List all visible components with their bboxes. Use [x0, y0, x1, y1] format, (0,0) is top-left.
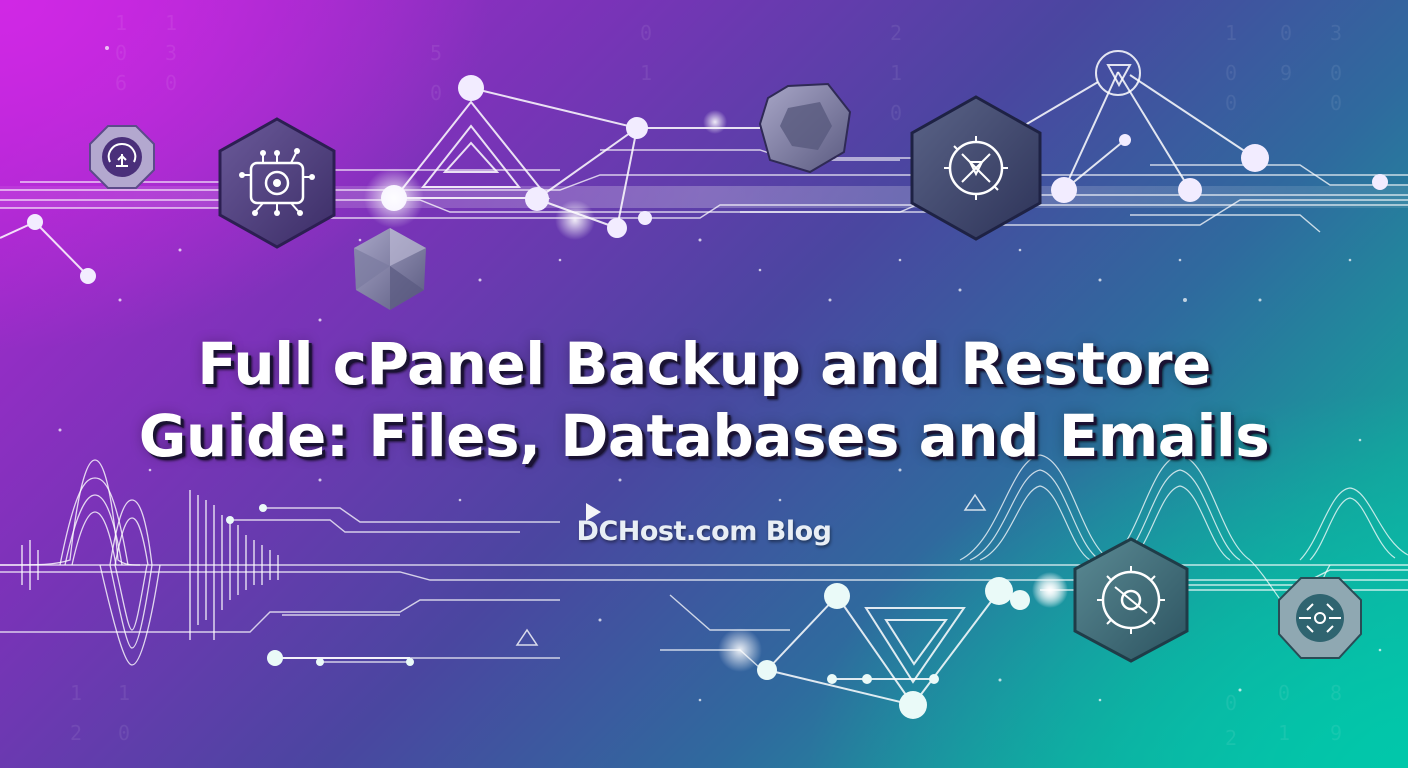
- svg-text:1: 1: [165, 11, 177, 35]
- svg-text:0: 0: [1330, 61, 1342, 85]
- svg-text:3: 3: [1330, 21, 1342, 45]
- blog-subtitle: DCHost.com Blog: [576, 516, 832, 547]
- svg-text:0: 0: [118, 721, 130, 745]
- svg-text:2: 2: [1225, 726, 1237, 750]
- gear-circuit-icon: [1073, 537, 1189, 663]
- svg-text:9: 9: [1280, 61, 1292, 85]
- svg-text:8: 8: [1330, 681, 1342, 705]
- svg-text:0: 0: [1225, 91, 1237, 115]
- svg-text:3: 3: [165, 41, 177, 65]
- svg-text:0: 0: [890, 101, 902, 125]
- svg-text:0: 0: [1225, 691, 1237, 715]
- svg-text:9: 9: [1330, 721, 1342, 745]
- play-triangle-icon: [586, 503, 601, 521]
- svg-text:1: 1: [1225, 21, 1237, 45]
- gem-polyhedron-icon: [758, 82, 852, 174]
- svg-text:1: 1: [70, 681, 82, 705]
- svg-text:0: 0: [1278, 681, 1290, 705]
- svg-text:0: 0: [640, 21, 652, 45]
- title-line-1: Full cPanel Backup and Restore: [197, 330, 1211, 398]
- svg-text:1: 1: [1278, 721, 1290, 745]
- chip-connector-icon: [1278, 577, 1362, 659]
- svg-text:0: 0: [1225, 61, 1237, 85]
- svg-text:1: 1: [640, 61, 652, 85]
- gem-polyhedron-icon: [354, 228, 426, 310]
- circuit-chip-icon: [218, 117, 336, 249]
- svg-text:0: 0: [1280, 21, 1292, 45]
- svg-text:1: 1: [118, 681, 130, 705]
- page-title: Full cPanel Backup and Restore Guide: Fi…: [0, 328, 1408, 472]
- svg-text:1: 1: [115, 11, 127, 35]
- svg-text:0: 0: [430, 81, 442, 105]
- svg-text:0: 0: [165, 71, 177, 95]
- title-line-2: Guide: Files, Databases and Emails: [138, 402, 1270, 470]
- svg-text:1: 1: [890, 61, 902, 85]
- svg-text:0: 0: [1330, 91, 1342, 115]
- svg-text:2: 2: [890, 21, 902, 45]
- svg-text:2: 2: [70, 721, 82, 745]
- cloud-sync-icon: [89, 125, 155, 189]
- svg-text:5: 5: [430, 41, 442, 65]
- network-hub-icon: [910, 95, 1042, 241]
- svg-text:6: 6: [115, 71, 127, 95]
- svg-text:0: 0: [115, 41, 127, 65]
